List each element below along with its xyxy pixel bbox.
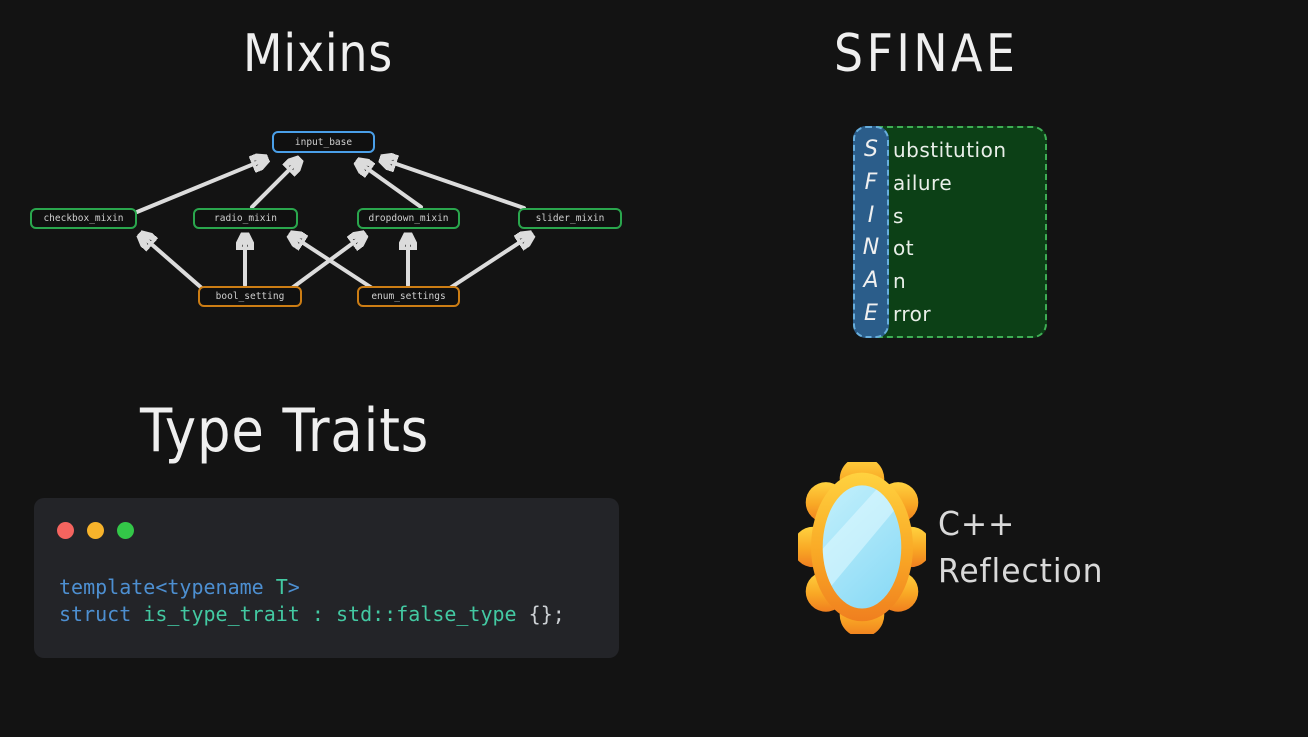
close-window-dot-icon [57, 522, 74, 539]
node-label: slider_mixin [535, 213, 605, 224]
sfinae-section-title: SFINAE [834, 24, 1019, 84]
node-label: dropdown_mixin [368, 213, 449, 224]
mixins-section-title: Mixins [243, 24, 394, 84]
diagram-node-bool-setting: bool_setting [198, 286, 302, 307]
sfinae-acronym-letter-strip: S F I N A E [853, 126, 889, 338]
node-label: bool_setting [215, 291, 285, 302]
acronym-word-rest: rror [893, 301, 932, 326]
acronym-letter: N [862, 235, 880, 261]
diagram-node-input-base: input_base [272, 131, 375, 153]
code-editor-window: template<typename T> struct is_type_trait… [34, 498, 619, 658]
node-label: input_base [294, 136, 353, 148]
reflection-caption: C++ Reflection [938, 500, 1103, 594]
mirror-emoji [798, 462, 926, 634]
acronym-word-rest: ubstitution [893, 138, 1007, 163]
acronym-word-rest: ailure [893, 170, 953, 195]
code-snippet: template<typename T> struct is_type_trait… [59, 574, 565, 628]
diagram-node-dropdown-mixin: dropdown_mixin [357, 208, 460, 229]
node-label: enum_settings [371, 291, 446, 302]
acronym-letter: E [864, 300, 878, 326]
type-traits-section-title: Type Traits [140, 396, 430, 466]
reflection-caption-line1: C++ [938, 504, 1016, 543]
diagram-node-radio-mixin: radio_mixin [193, 208, 298, 229]
node-label: radio_mixin [214, 213, 277, 224]
reflection-caption-line2: Reflection [938, 551, 1104, 590]
diagram-node-checkbox-mixin: checkbox_mixin [30, 208, 137, 229]
diagram-node-slider-mixin: slider_mixin [518, 208, 622, 229]
code-line-1: template<typename T> [59, 575, 300, 599]
maximize-window-dot-icon [117, 522, 134, 539]
sfinae-word-remainders: ubstitution ailure s ot n rror [893, 134, 1007, 330]
sfinae-acronym-box: S F I N A E ubstitution ailure s ot n rr… [853, 126, 1047, 338]
acronym-word-rest: ot [893, 236, 915, 261]
window-traffic-lights [57, 522, 134, 539]
acronym-word-rest: n [893, 268, 907, 293]
acronym-letter: F [864, 169, 878, 195]
minimize-window-dot-icon [87, 522, 104, 539]
node-label: checkbox_mixin [43, 213, 124, 224]
acronym-letter: I [867, 202, 875, 228]
acronym-word-rest: s [893, 203, 904, 228]
code-line-2: struct is_type_trait : std::false_type {… [59, 602, 565, 626]
acronym-letter: A [863, 267, 879, 293]
acronym-letter: S [864, 137, 878, 163]
diagram-node-enum-settings: enum_settings [357, 286, 460, 307]
